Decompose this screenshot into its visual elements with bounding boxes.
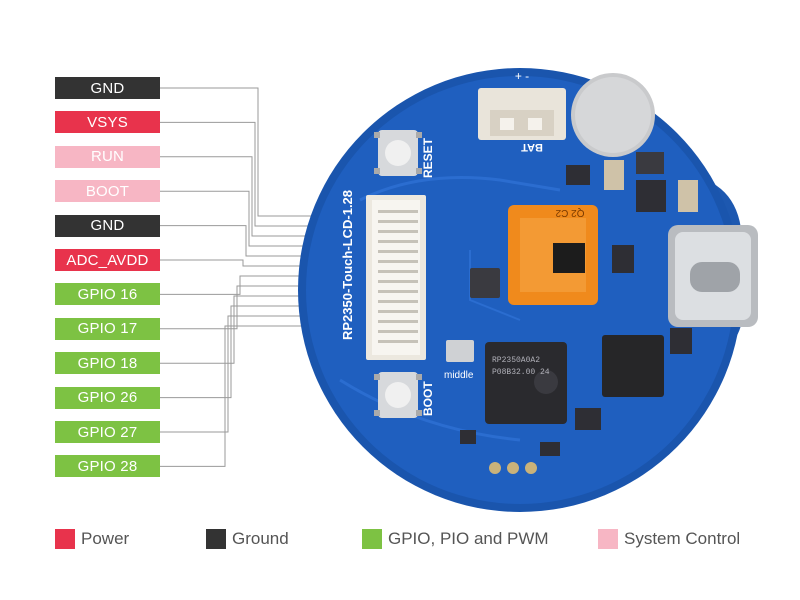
crystal bbox=[446, 340, 474, 362]
bat-connector bbox=[478, 88, 566, 140]
chip-marking-2: P08B32.00 24 bbox=[492, 368, 550, 377]
pin-label: RUN bbox=[55, 145, 160, 168]
fpc-pin bbox=[378, 280, 418, 283]
pin-label: GPIO 17 bbox=[55, 317, 160, 340]
pin-label: GND bbox=[55, 214, 160, 237]
legend-system-swatch bbox=[598, 529, 618, 549]
reset-label: RESET bbox=[421, 137, 435, 178]
sensor-marking: Q2 C2 bbox=[555, 207, 584, 218]
fpc-pin bbox=[378, 270, 418, 273]
pin-label: GND bbox=[55, 77, 160, 99]
pin-label: GPIO 28 bbox=[55, 455, 160, 478]
fpc-pin bbox=[378, 260, 418, 263]
legend-ground-swatch bbox=[206, 529, 226, 549]
legend-power: Power bbox=[55, 529, 129, 549]
fpc-connector bbox=[366, 195, 426, 360]
fpc-pin bbox=[378, 330, 418, 333]
legend-ground-label: Ground bbox=[232, 529, 289, 548]
bat-label: BAT bbox=[521, 141, 543, 153]
flash-chip bbox=[602, 335, 664, 397]
board-name: RP2350-Touch-LCD-1.28 bbox=[340, 190, 355, 340]
reset-button bbox=[374, 130, 422, 176]
fpc-pin bbox=[378, 310, 418, 313]
fpc-pin bbox=[378, 240, 418, 243]
usb-c-port bbox=[668, 225, 758, 327]
legend-gpio-label: GPIO, PIO and PWM bbox=[388, 529, 549, 548]
pin-label: ADC_AVDD bbox=[55, 249, 160, 271]
legend-power-swatch bbox=[55, 529, 75, 549]
legend-gpio-swatch bbox=[362, 529, 382, 549]
pin-label: GPIO 18 bbox=[55, 352, 160, 375]
fpc-pin-group bbox=[378, 210, 418, 343]
fpc-pin bbox=[378, 230, 418, 233]
pin-label: GPIO 16 bbox=[55, 283, 160, 306]
rp2350-chip bbox=[485, 342, 567, 424]
legend-system: System Control bbox=[598, 529, 740, 549]
imu-chip bbox=[470, 268, 500, 298]
pin-label: GPIO 26 bbox=[55, 386, 160, 409]
fpc-pin bbox=[378, 220, 418, 223]
boot-button bbox=[374, 372, 422, 418]
fpc-pin bbox=[378, 210, 418, 213]
pin-label: BOOT bbox=[55, 180, 160, 203]
pin-label: GPIO 27 bbox=[55, 421, 160, 443]
fpc-pin bbox=[378, 250, 418, 253]
pin-label: VSYS bbox=[55, 111, 160, 134]
middle-label: middle bbox=[444, 370, 474, 381]
fpc-pin bbox=[378, 340, 418, 343]
legend-power-label: Power bbox=[81, 529, 130, 548]
fpc-pin bbox=[378, 300, 418, 303]
chip-marking-1: RP2350A0A2 bbox=[492, 356, 540, 365]
legend-ground: Ground bbox=[206, 529, 289, 549]
fpc-pin bbox=[378, 290, 418, 293]
fpc-pin bbox=[378, 320, 418, 323]
battery-polarity: + - bbox=[515, 69, 529, 83]
legend-system-label: System Control bbox=[624, 529, 741, 548]
legend-gpio: GPIO, PIO and PWM bbox=[362, 529, 549, 549]
touch-sensor-chip bbox=[508, 205, 598, 305]
boot-label: BOOT bbox=[421, 381, 435, 416]
